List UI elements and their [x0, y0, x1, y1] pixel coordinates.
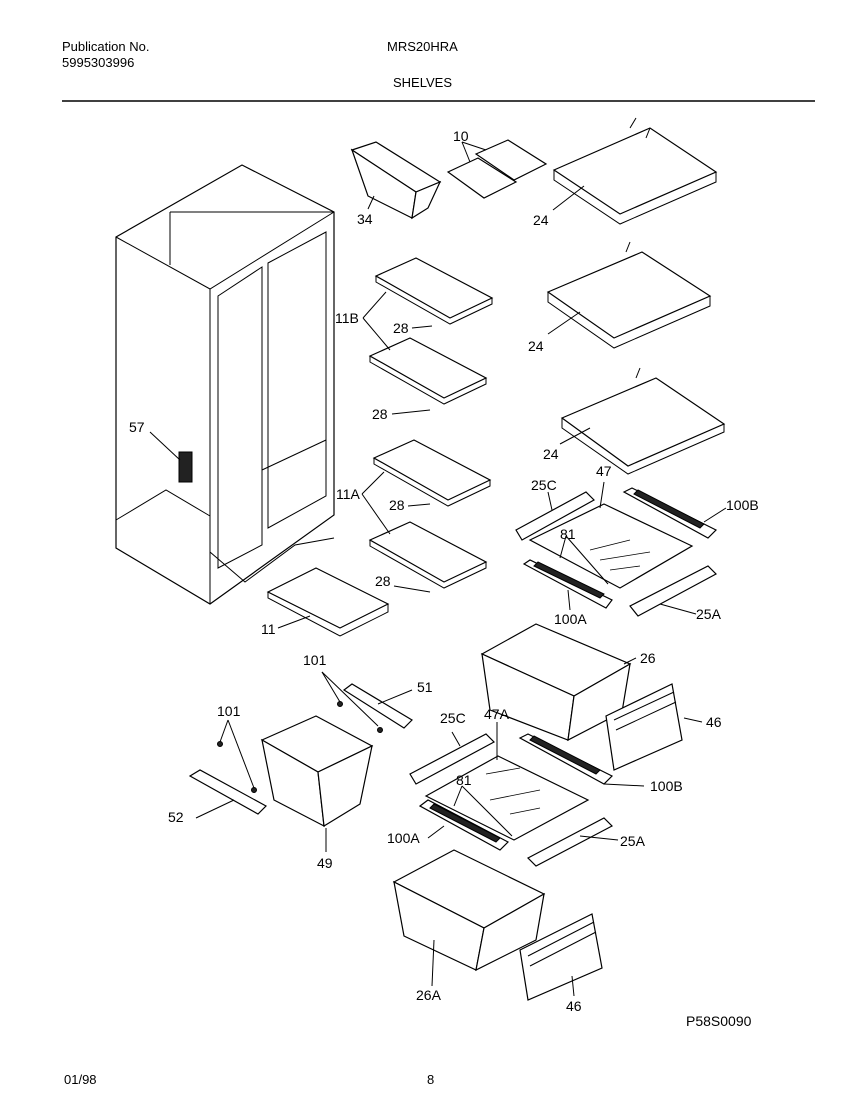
callout-25c-top: 25C	[531, 477, 557, 493]
callout-34: 34	[357, 211, 373, 227]
part-26-crisper-drawer	[480, 623, 637, 742]
callout-57: 57	[129, 419, 145, 435]
cabinet	[115, 164, 335, 605]
part-46-drawer-front-top	[605, 683, 703, 771]
part-25c-top-rail	[515, 491, 595, 541]
callout-51: 51	[417, 679, 433, 695]
callout-28-d: 28	[375, 573, 391, 589]
callout-101-left: 101	[217, 703, 241, 719]
part-52-rail	[188, 769, 267, 819]
part-24-shelf-top	[552, 117, 718, 225]
footer-date: 01/98	[64, 1072, 97, 1087]
callout-100a-top: 100A	[554, 611, 587, 627]
part-24-shelf-bottom	[559, 367, 726, 475]
part-101-screws-mid	[321, 671, 383, 733]
callout-11a: 11A	[336, 486, 361, 502]
callout-100a-bottom: 100A	[387, 830, 420, 846]
part-10-ice-trays	[446, 139, 548, 199]
publication-label: Publication No.	[62, 39, 150, 54]
callout-24-bottom: 24	[543, 446, 559, 462]
publication-number: 5995303996	[62, 55, 135, 70]
part-101-screws-left	[217, 719, 257, 793]
callout-25a-top: 25A	[696, 606, 722, 622]
callout-100b-bottom: 100B	[650, 778, 683, 794]
callout-100b-top: 100B	[726, 497, 759, 513]
callout-26: 26	[640, 650, 656, 666]
callout-49: 49	[317, 855, 333, 871]
part-11a-shelves	[361, 439, 492, 593]
page-number: 8	[427, 1072, 435, 1087]
callout-46-top: 46	[706, 714, 722, 730]
part-46-drawer-front-bottom	[519, 913, 603, 1001]
part-25a-top-rail	[629, 565, 717, 617]
part-34-bin	[350, 141, 442, 220]
section-title: SHELVES	[393, 75, 453, 90]
callout-11b: 11B	[335, 310, 359, 326]
part-25a-bottom-rail	[526, 817, 619, 867]
part-51-rail	[342, 683, 413, 729]
callout-10: 10	[453, 128, 469, 144]
part-47a-glass-panel	[424, 722, 590, 841]
callout-81-top: 81	[560, 526, 576, 542]
part-11-shelf	[266, 567, 390, 637]
part-24-shelf-middle	[546, 241, 712, 349]
part-100a-bottom-frame	[418, 785, 513, 851]
callout-46-bottom: 46	[566, 998, 582, 1014]
part-11b-shelves	[362, 257, 494, 415]
callout-47a: 47A	[484, 706, 510, 722]
part-25c-bottom-rail	[409, 731, 495, 785]
diagram-code: P58S0090	[686, 1013, 752, 1029]
callout-25c-bottom: 25C	[440, 710, 466, 726]
callout-25a-bottom: 25A	[620, 833, 646, 849]
part-57-bracket	[149, 431, 193, 483]
callout-101-mid: 101	[303, 652, 327, 668]
callout-28-a: 28	[393, 320, 409, 336]
part-100b-bottom-frame	[518, 733, 645, 787]
callout-81-bottom: 81	[456, 772, 472, 788]
callout-24-middle: 24	[528, 338, 544, 354]
part-100b-top-frame	[622, 487, 727, 539]
part-47-glass-panel	[528, 481, 694, 589]
callout-52: 52	[168, 809, 184, 825]
callout-47: 47	[596, 463, 612, 479]
model-number: MRS20HRA	[387, 39, 458, 54]
callout-28-b: 28	[372, 406, 388, 422]
part-49-wire-basket	[260, 715, 374, 852]
callout-11: 11	[261, 621, 276, 637]
callout-28-c: 28	[389, 497, 405, 513]
callout-26a: 26A	[416, 987, 442, 1003]
callout-24-top: 24	[533, 212, 549, 228]
part-100a-top-frame	[522, 535, 613, 611]
part-26a-crisper-drawer	[392, 849, 546, 987]
callout-labels: 34 10 24 24 24 11B 28 28 57 11A 28 28 11…	[129, 128, 759, 1014]
